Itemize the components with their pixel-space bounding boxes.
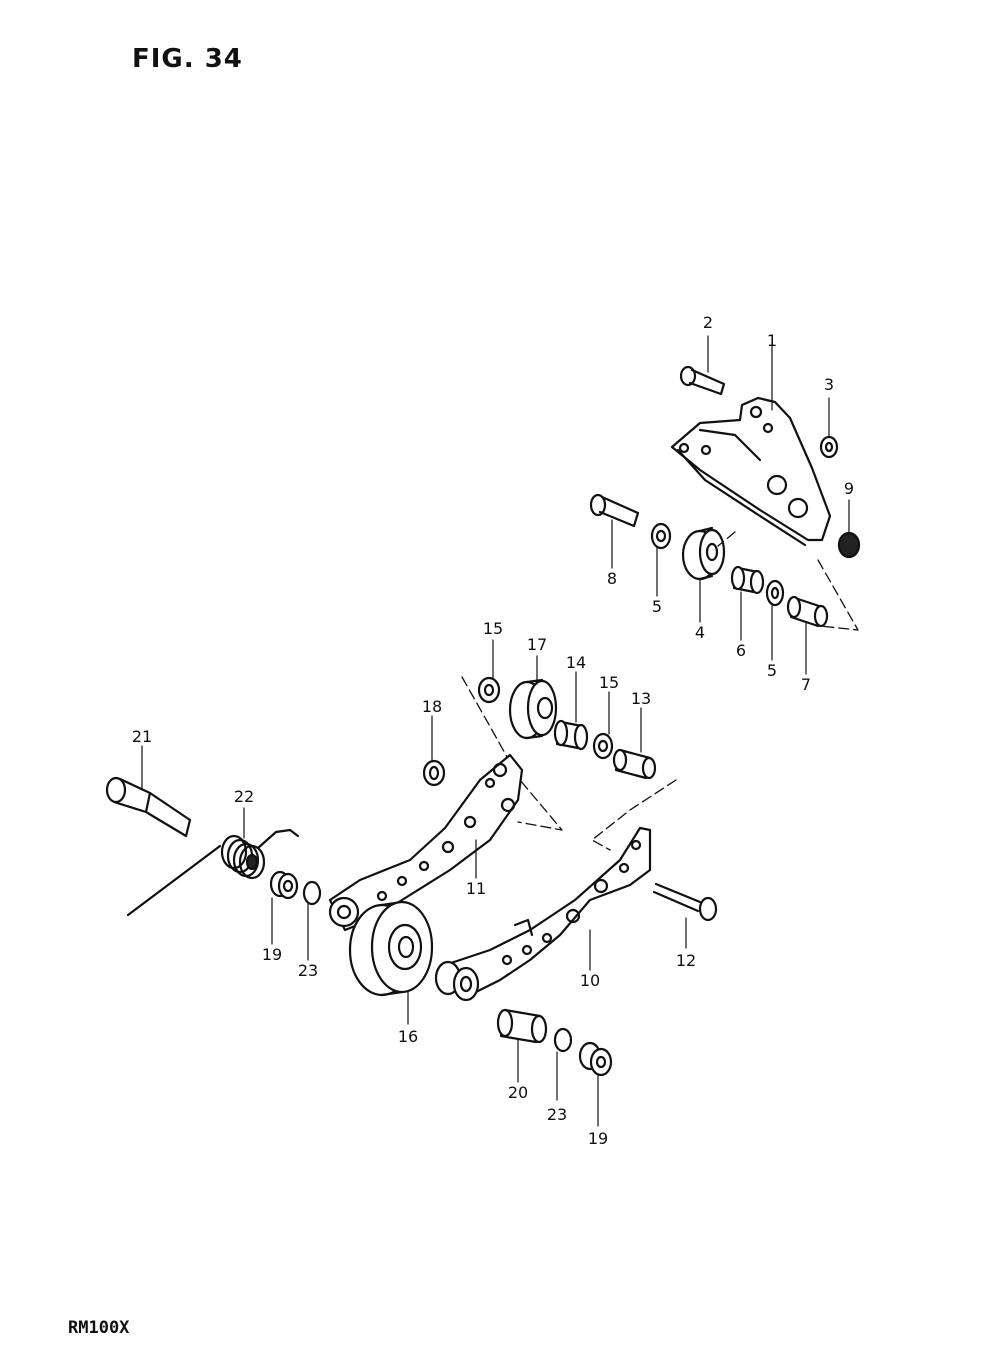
callout-18: 18 [422,697,442,716]
callout-8: 8 [607,569,617,588]
model-code: RM100X [68,1318,130,1338]
callout-13: 13 [631,689,651,708]
callout-20: 20 [508,1083,528,1102]
callout-7: 7 [801,675,811,694]
roller-17 [508,678,558,740]
callout-10: 10 [580,971,600,990]
spring-22 [126,828,300,917]
o-ring-23a [302,880,322,906]
collar-6 [730,565,765,595]
callout-9: 9 [844,479,854,498]
link-arm-10 [434,826,652,1002]
o-ring-23b [553,1027,573,1053]
callout-12: 12 [676,951,696,970]
nut-9 [837,531,861,559]
callout-23b: 23 [547,1105,567,1124]
callout-15b: 15 [599,673,619,692]
nut-3 [819,435,839,459]
roller-16 [348,900,434,997]
callout-17: 17 [527,635,547,654]
figure-title: FIG. 34 [132,44,243,74]
callout-5b: 5 [767,661,777,680]
leader-lines [141,335,850,1127]
washer-15b [592,732,614,760]
bolt-12 [652,882,718,922]
callout-2: 2 [703,313,713,332]
collar-19a [269,870,299,900]
collar-13 [612,748,657,780]
callout-15a: 15 [483,619,503,638]
callout-11: 11 [466,879,486,898]
callout-21: 21 [132,727,152,746]
callout-1: 1 [767,331,777,350]
callout-23a: 23 [298,961,318,980]
collar-7 [786,595,829,628]
bolt-8 [589,493,640,528]
shaft-bolt-21 [105,776,192,838]
callout-14: 14 [566,653,586,672]
callout-4: 4 [695,623,705,642]
collar-19b [578,1041,613,1077]
nut-18 [422,759,446,787]
bracket-plate-1 [670,396,832,547]
roller-4 [681,526,726,581]
callout-16: 16 [398,1027,418,1046]
callout-labels: 2 1 3 9 8 5 4 6 5 7 15 17 14 15 13 18 21… [132,313,854,1148]
callout-3: 3 [824,375,834,394]
collar-14 [553,719,589,751]
collar-20 [496,1008,548,1044]
washer-5a [650,522,672,550]
callout-5a: 5 [652,597,662,616]
washer-5b [765,579,785,607]
callout-6: 6 [736,641,746,660]
callout-19b: 19 [588,1129,608,1148]
callout-22: 22 [234,787,254,806]
bolt-2 [679,365,726,396]
callout-19a: 19 [262,945,282,964]
washer-15a [477,676,501,704]
